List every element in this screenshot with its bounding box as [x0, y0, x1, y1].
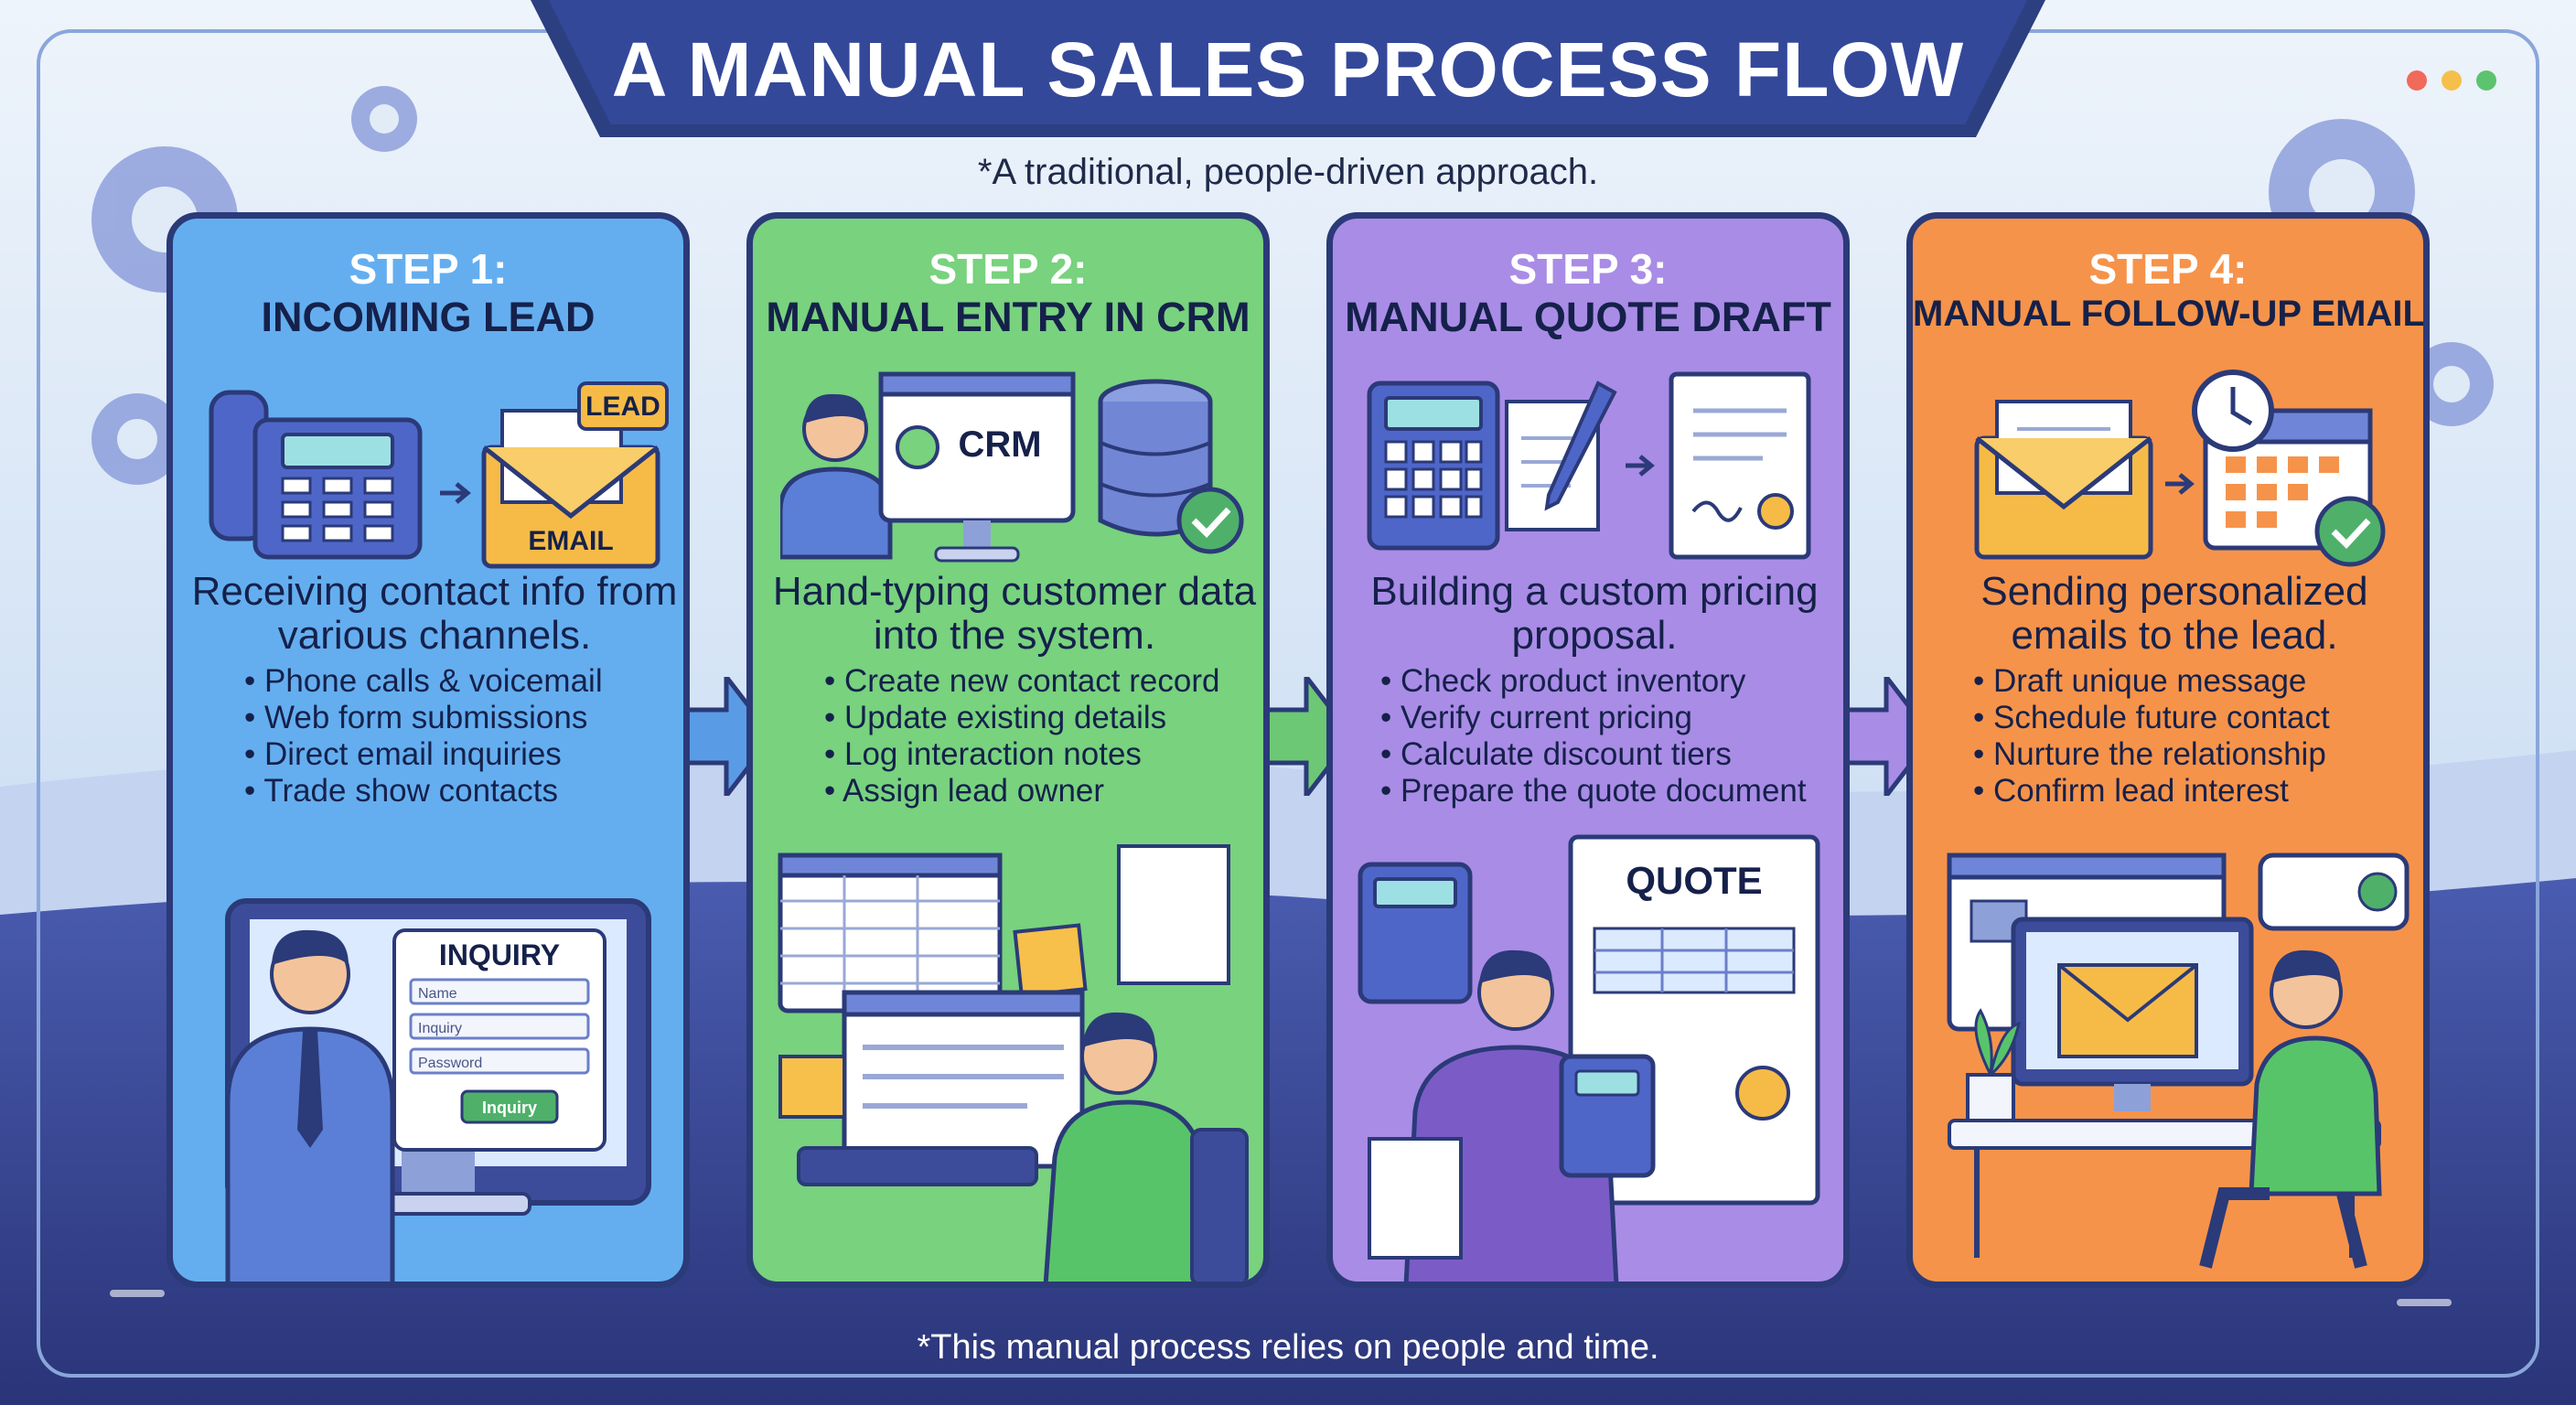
- svg-text:Inquiry: Inquiry: [482, 1099, 537, 1117]
- calculator-icon: [1367, 381, 1500, 551]
- svg-text:QUOTE: QUOTE: [1626, 859, 1762, 902]
- list-item: Create new contact record: [824, 663, 1219, 700]
- list-item: Web form submissions: [244, 700, 603, 736]
- step-bullets: Phone calls & voicemail Web form submiss…: [244, 663, 603, 810]
- step-title: INCOMING LEAD: [261, 294, 596, 340]
- calculator-document-icon: [1367, 371, 1811, 560]
- list-item: Verify current pricing: [1380, 700, 1807, 736]
- plant-icon: [1966, 1008, 2022, 1122]
- svg-text:INQUIRY: INQUIRY: [439, 938, 560, 971]
- svg-text:Password: Password: [418, 1056, 482, 1071]
- step-bullets: Create new contact record Update existin…: [824, 663, 1219, 810]
- list-item: Prepare the quote document: [1380, 773, 1807, 810]
- laptop-window: [842, 990, 1085, 1169]
- list-item: Trade show contacts: [244, 773, 603, 810]
- person-illustration: [225, 929, 395, 1282]
- person-illustration: [1043, 1012, 1213, 1282]
- list-item: Assign lead owner: [824, 773, 1219, 810]
- list-item: Nurture the relationship: [1973, 736, 2330, 773]
- step-description: Hand-typing customer data into the syste…: [772, 569, 1257, 658]
- svg-text:Inquiry: Inquiry: [418, 1021, 462, 1036]
- arrow-right-icon: [2165, 473, 2195, 495]
- email-calendar-icon: [1974, 370, 2386, 567]
- page-footer: *This manual process relies on people an…: [917, 1328, 1659, 1367]
- lead-badge: LEAD: [577, 381, 669, 431]
- phone-email-icon: EMAIL LEAD: [209, 381, 669, 569]
- svg-text:LEAD: LEAD: [585, 391, 660, 422]
- list-item: Log interaction notes: [824, 736, 1219, 773]
- step-title: MANUAL FOLLOW-UP EMAIL: [1913, 294, 2425, 334]
- calculator-icon: [1358, 862, 1473, 1004]
- step-title: MANUAL ENTRY IN CRM: [766, 294, 1250, 340]
- pen-paper-icon: [1505, 381, 1617, 531]
- step-number: STEP 3:: [1508, 245, 1668, 293]
- scene-follow-up: [1947, 853, 2410, 1269]
- envelope-icon: [1974, 400, 2153, 560]
- inquiry-form: INQUIRY Name Inquiry Password Inquiry: [392, 928, 606, 1152]
- envelope-icon: EMAIL: [481, 409, 660, 569]
- person-illustration: [780, 393, 893, 560]
- page-title: A MANUAL SALES PROCESS FLOW: [611, 27, 1965, 113]
- crm-label: CRM: [958, 424, 1041, 465]
- database-icon: [1098, 379, 1213, 537]
- list-item: Calculate discount tiers: [1380, 736, 1807, 773]
- monitor-icon: [2011, 917, 2254, 1111]
- step-description: Receiving contact info from various chan…: [191, 569, 678, 658]
- arrow-right-icon: [440, 482, 471, 504]
- step-card-2: STEP 2: MANUAL ENTRY IN CRM CRM: [746, 212, 1270, 1288]
- step-card-3: STEP 3: MANUAL QUOTE DRAFT: [1326, 212, 1850, 1288]
- arrow-right-icon: [1626, 455, 1655, 477]
- step-title: MANUAL QUOTE DRAFT: [1345, 294, 1831, 340]
- email-label: EMAIL: [528, 526, 613, 556]
- list-item: Direct email inquiries: [244, 736, 603, 773]
- spreadsheet-window: [778, 853, 1003, 1014]
- step-description: Sending personalized emails to the lead.: [1980, 569, 2368, 658]
- scene-quote: QUOTE: [1358, 834, 1820, 1282]
- list-item: Schedule future contact: [1973, 700, 2330, 736]
- monitor-icon: CRM: [878, 371, 1076, 563]
- step-bullets: Check product inventory Verify current p…: [1380, 663, 1807, 810]
- list-item: Draft unique message: [1973, 663, 2330, 700]
- step-number: STEP 4:: [2088, 245, 2248, 293]
- title-banner: [531, 0, 2045, 137]
- step-number: STEP 2:: [928, 245, 1088, 293]
- person-illustration: [2199, 949, 2382, 1269]
- clock-icon: [2192, 370, 2274, 452]
- step-number: STEP 1:: [349, 245, 508, 293]
- contract-icon: [1669, 371, 1811, 560]
- list-item: Phone calls & voicemail: [244, 663, 603, 700]
- svg-text:Name: Name: [418, 986, 457, 1002]
- crm-database-icon: CRM: [780, 371, 1244, 563]
- step-bullets: Draft unique message Schedule future con…: [1973, 663, 2330, 810]
- list-item: Confirm lead interest: [1973, 773, 2330, 810]
- list-item: Check product inventory: [1380, 663, 1807, 700]
- check-icon: [1176, 487, 1244, 554]
- list-item: Update existing details: [824, 700, 1219, 736]
- step-card-1: STEP 1: INCOMING LEAD EMAIL: [166, 212, 690, 1288]
- step-card-4: STEP 4: MANUAL FOLLOW-UP EMAIL: [1906, 212, 2430, 1288]
- check-icon: [2314, 496, 2386, 567]
- phone-icon: [209, 390, 423, 560]
- scene-inquiry: INQUIRY Name Inquiry Password Inquiry: [225, 898, 651, 1282]
- chat-bubble-icon: [2258, 853, 2410, 931]
- page-subtitle: *A traditional, people-driven approach.: [977, 152, 1599, 192]
- step-description: Building a custom pricing proposal.: [1370, 569, 1819, 658]
- scene-data-entry: [778, 844, 1249, 1282]
- window-dots-icon: [2407, 70, 2496, 91]
